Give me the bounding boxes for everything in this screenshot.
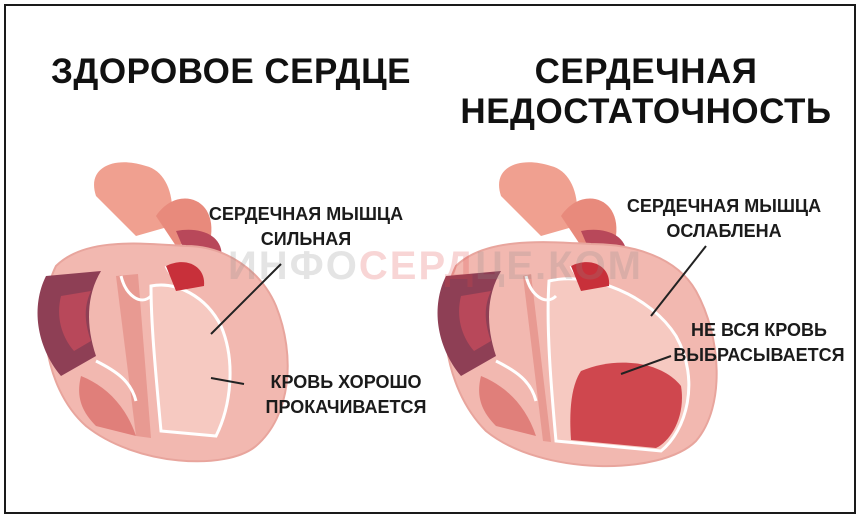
failure-blood-label: НЕ ВСЯ КРОВЬ ВЫБРАСЫВАЕТСЯ bbox=[664, 318, 854, 368]
failure-muscle-label: СЕРДЕЧНАЯ МЫШЦА ОСЛАБЛЕНА bbox=[604, 194, 844, 244]
healthy-blood-pointer bbox=[211, 378, 244, 384]
failure-muscle-pointer bbox=[651, 246, 706, 316]
healthy-muscle-label: СЕРДЕЧНАЯ МЫШЦА СИЛЬНАЯ bbox=[186, 202, 426, 252]
healthy-blood-label-line2: ПРОКАЧИВАЕТСЯ bbox=[246, 395, 446, 420]
image-frame: ЗДОРОВОЕ СЕРДЦЕ СЕРДЕЧНАЯ НЕДОСТАТОЧНОСТ… bbox=[4, 4, 856, 514]
failure-muscle-label-line2: ОСЛАБЛЕНА bbox=[604, 219, 844, 244]
healthy-muscle-pointer bbox=[211, 264, 281, 334]
healthy-muscle-label-line2: СИЛЬНАЯ bbox=[186, 227, 426, 252]
pointer-lines bbox=[6, 6, 856, 514]
failure-muscle-label-line1: СЕРДЕЧНАЯ МЫШЦА bbox=[604, 194, 844, 219]
healthy-blood-label: КРОВЬ ХОРОШО ПРОКАЧИВАЕТСЯ bbox=[246, 370, 446, 420]
healthy-muscle-label-line1: СЕРДЕЧНАЯ МЫШЦА bbox=[186, 202, 426, 227]
failure-blood-label-line2: ВЫБРАСЫВАЕТСЯ bbox=[664, 343, 854, 368]
healthy-blood-label-line1: КРОВЬ ХОРОШО bbox=[246, 370, 446, 395]
failure-blood-label-line1: НЕ ВСЯ КРОВЬ bbox=[664, 318, 854, 343]
